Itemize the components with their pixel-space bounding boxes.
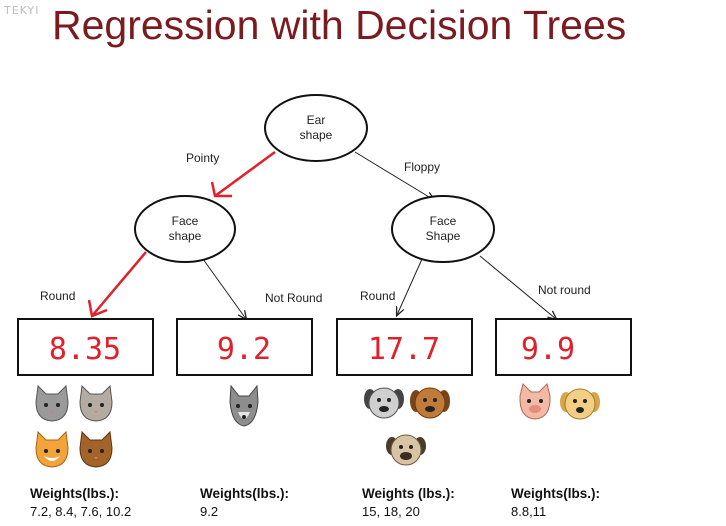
dog-yellow-icon [560,388,600,420]
cat-gray-icon [35,384,69,422]
weights-label-1: Weights(lbs.): [30,486,119,501]
cat-orange-icon [35,430,69,468]
leaf-box-4: 9.9 [495,318,632,376]
edge-right-round [397,258,423,315]
left-face-node: Face shape [134,195,236,263]
left-face-node-line2: shape [169,229,202,243]
edge-right-not-round [479,255,556,319]
leaf-value-3: 17.7 [368,332,440,367]
leaf-value-4: 9.9 [521,332,575,367]
cat-gray-tabby-icon [79,384,113,422]
weights-label-3: Weights (lbs.): [362,486,455,501]
right-face-node: Face Shape [391,195,495,263]
cat-brown-icon [79,430,113,468]
weights-values-4: 8.8,11 [511,504,547,519]
edge-floppy [354,151,434,200]
wolf-icon [229,384,259,427]
edge-left-round-arrowhead [87,299,108,318]
leaf-box-3: 17.7 [336,318,473,376]
dog-pug-tan-icon [386,434,426,466]
pig-icon [519,383,551,420]
weights-values-1: 7.2, 8.4, 7.6, 10.2 [30,504,132,519]
leaf-box-2: 9.2 [176,318,313,376]
edge-left-not-round [202,258,246,319]
watermark: TEKYI [4,4,40,17]
dog-pug-gray-icon [364,387,404,419]
edge-label-right-not-round: Not round [538,283,591,297]
weights-values-3: 15, 18, 20 [362,504,420,519]
root-node-line2: shape [300,128,333,142]
leaf-box-1: 8.35 [17,318,154,376]
edge-pointy-arrowhead [210,181,232,198]
right-face-node-line1: Face [430,214,457,228]
right-face-node-line2: Shape [426,229,461,243]
weights-values-2: 9.2 [200,504,219,519]
edge-label-pointy: Pointy [186,151,219,165]
edge-left-round [91,251,147,317]
edge-label-left-not-round: Not Round [265,291,322,305]
edge-pointy [214,150,276,198]
edge-label-floppy: Floppy [404,160,440,174]
leaf-value-2: 9.2 [217,332,271,367]
edge-label-left-round: Round [40,289,75,303]
weights-label-2: Weights(lbs.): [200,486,289,501]
left-face-node-line1: Face [172,214,199,228]
edge-label-right-round: Round [360,289,395,303]
leaf-value-1: 8.35 [49,332,121,367]
page-title: Regression with Decision Trees [52,2,627,48]
root-node-line1: Ear [307,113,326,127]
weights-label-4: Weights(lbs.): [511,486,600,501]
dog-brown-icon [410,387,450,419]
root-node: Ear shape [264,94,368,162]
